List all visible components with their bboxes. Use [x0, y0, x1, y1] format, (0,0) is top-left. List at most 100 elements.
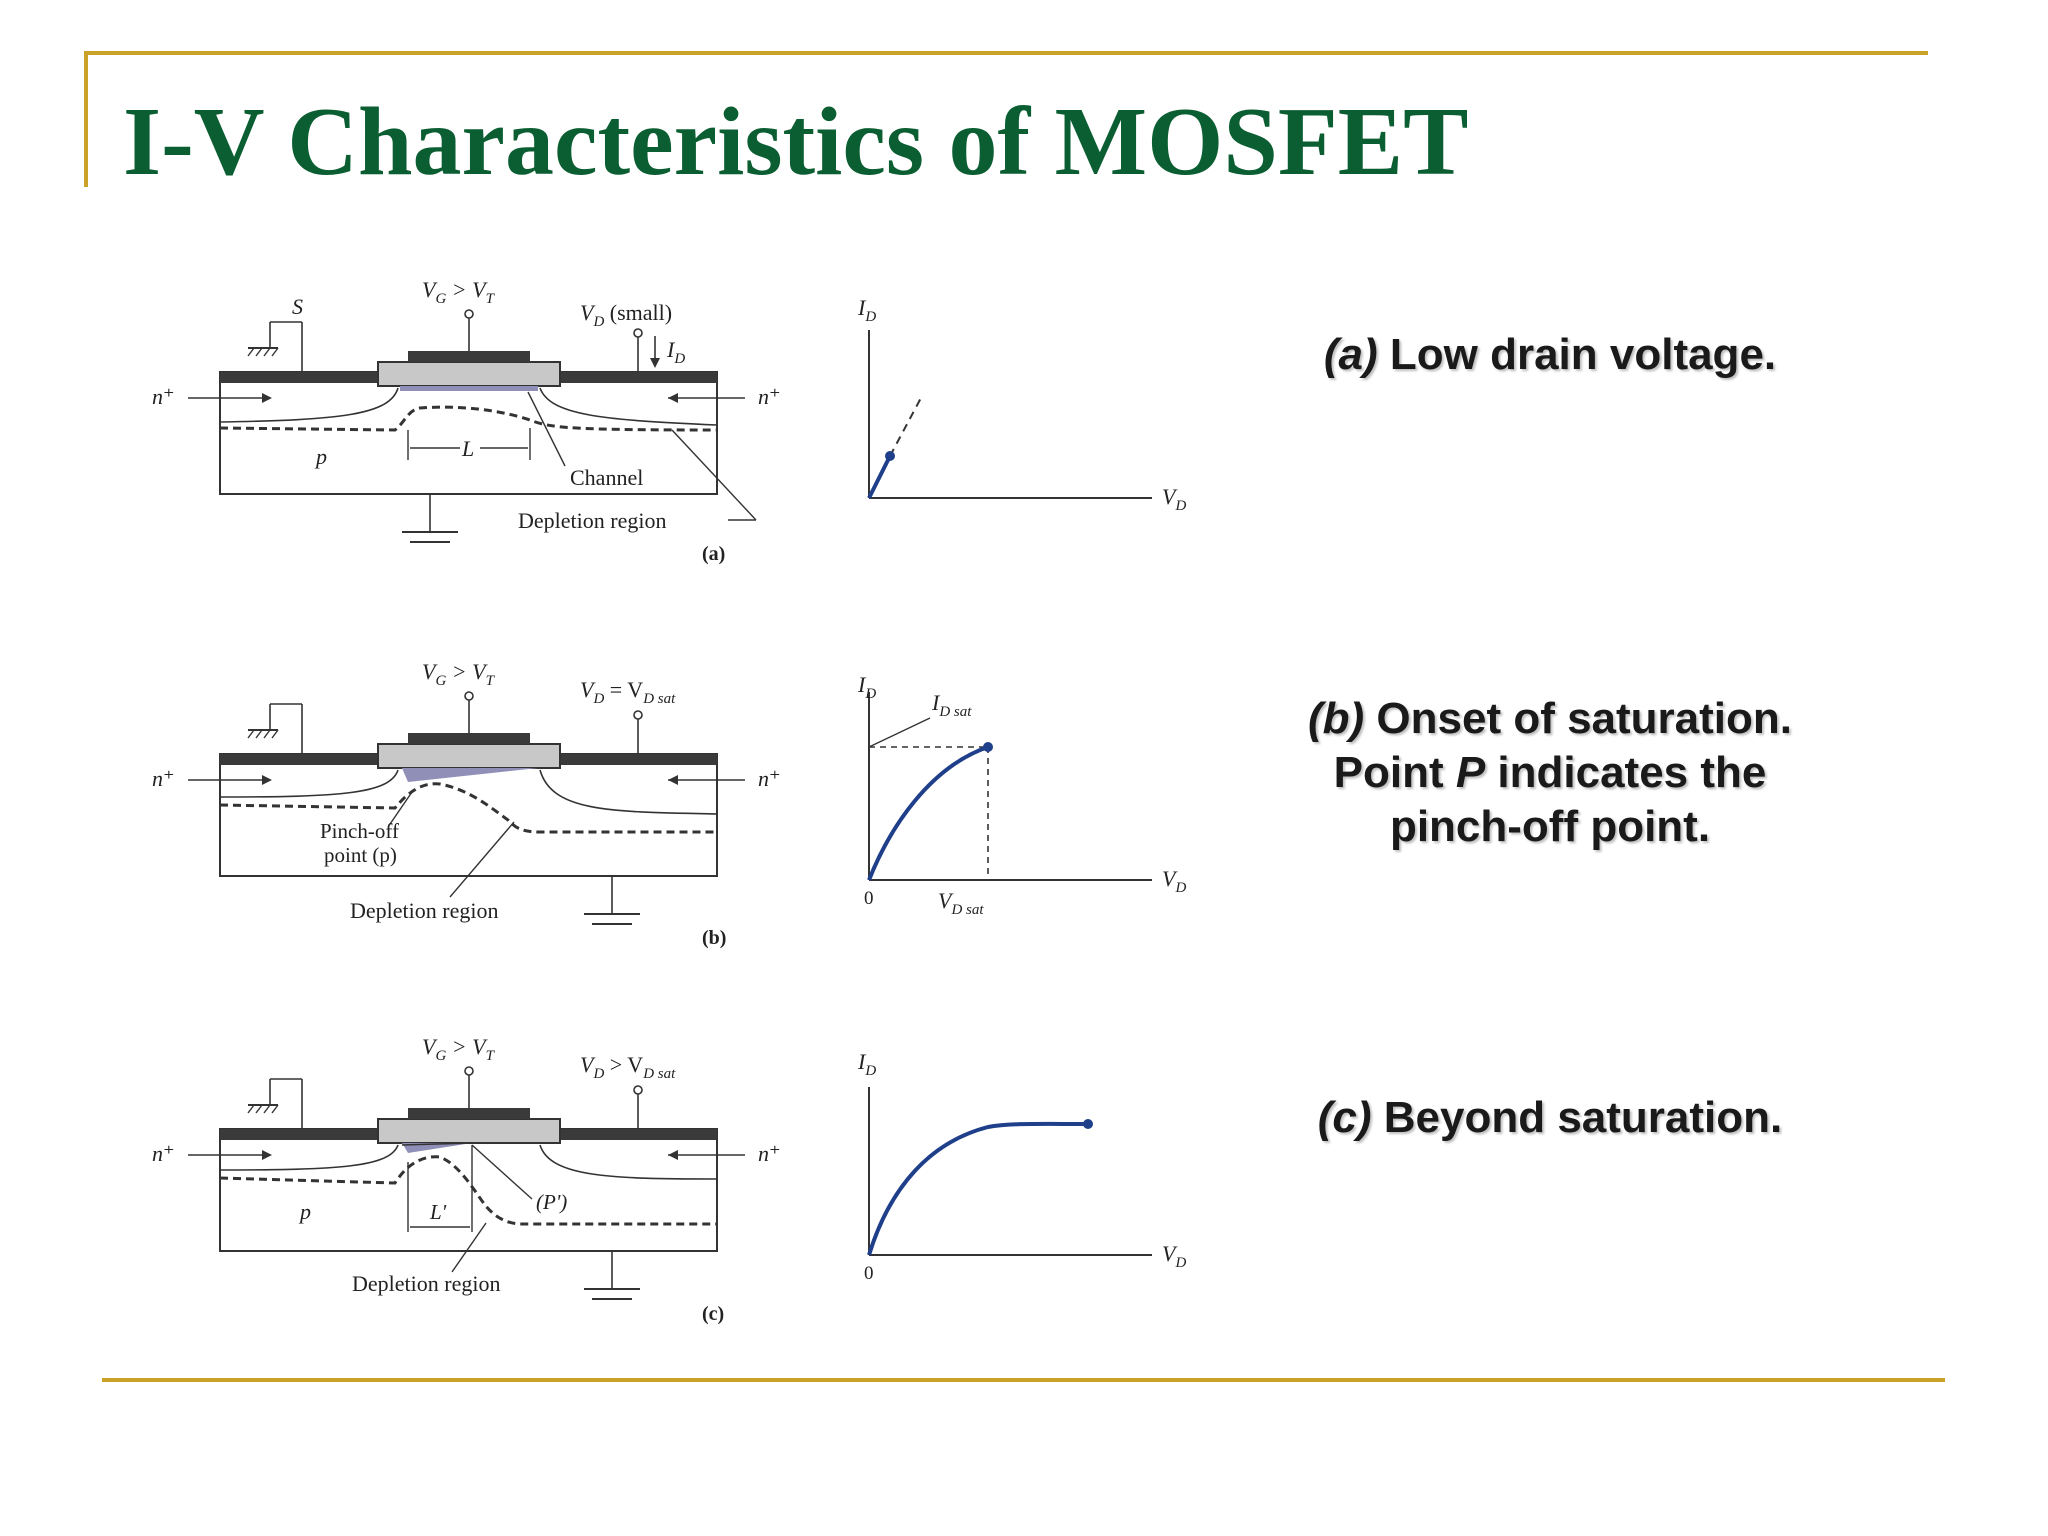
y-axis-label: ID: [857, 295, 876, 325]
iv-graph-a: ID VD: [857, 295, 1186, 514]
source-ground-hatch: [247, 1104, 279, 1114]
vg-label: VG > VT: [422, 1034, 496, 1064]
source-contact: [220, 754, 378, 765]
vg-label: VG > VT: [422, 659, 496, 689]
n-plus-left-label: n⁺: [152, 766, 175, 791]
length-label: L: [461, 436, 474, 461]
drain-contact: [560, 754, 717, 765]
pinch-off-label-line-2: point (p): [324, 843, 397, 867]
substrate-label: p: [314, 444, 327, 469]
origin-label: 0: [864, 1263, 874, 1284]
drain-terminal: [633, 710, 643, 720]
n-plus-left-arrowhead: [262, 775, 272, 785]
tapered-channel: [402, 768, 538, 782]
n-plus-right-label: n⁺: [758, 1141, 781, 1166]
n-plus-left-boundary: [219, 769, 399, 798]
iv-extension-dashed: [889, 395, 923, 457]
x-axis-label: VD: [1162, 484, 1186, 514]
depletion-label: Depletion region: [350, 898, 498, 923]
caption-b-line-3: pinch-off point.: [1389, 802, 1711, 851]
n-plus-left-arrowhead: [262, 393, 272, 403]
y-axis-label: ID: [857, 1049, 876, 1079]
n-plus-right-label: n⁺: [758, 384, 781, 409]
substrate-body: [219, 1128, 718, 1252]
substrate-label: p: [298, 1199, 311, 1224]
channel-edge: [401, 1142, 473, 1146]
figure-label-c: (c): [702, 1303, 724, 1325]
caption-a: (a) Low drain voltage.: [1215, 328, 1885, 382]
source-contact: [220, 372, 378, 383]
n-plus-right-label: n⁺: [758, 766, 781, 791]
caption-c-line-1: (c) Beyond saturation.: [1317, 1093, 1783, 1142]
n-plus-right-arrowhead: [668, 775, 678, 785]
depletion-label: Depletion region: [518, 508, 666, 533]
saturation-point: [983, 742, 993, 752]
v-sat-label: VD sat: [938, 888, 984, 918]
n-plus-right-boundary: [539, 387, 718, 426]
source-contact: [220, 1129, 378, 1140]
panel-c: VG > VT VD > VD sat n⁺ n⁺ p L' (P') Depl…: [0, 1027, 2048, 1347]
shortened-channel: [402, 1143, 472, 1153]
channel-layer: [400, 386, 538, 391]
caption-b-line-2: Point P indicates the: [1333, 748, 1767, 797]
n-plus-right-arrowhead: [668, 393, 678, 403]
n-plus-right-boundary: [539, 769, 718, 815]
figure-label-a: (a): [702, 543, 725, 565]
channel-leader: [527, 391, 566, 467]
pinch-off-label-line-1: Pinch-off: [320, 819, 399, 843]
depletion-boundary: [219, 1155, 717, 1226]
id-arrow-head: [650, 358, 660, 368]
iv-graph-c: ID VD 0: [857, 1049, 1186, 1284]
mosfet-diagram-b: VG > VT VD = VD sat n⁺ n⁺ Pinch-off poin…: [152, 659, 781, 949]
pprime-label: (P'): [536, 1190, 567, 1214]
mosfet-diagram-c: VG > VT VD > VD sat n⁺ n⁺ p L' (P') Depl…: [152, 1034, 781, 1325]
left-rule: [84, 51, 88, 187]
iv-curve-linear: [867, 455, 892, 499]
pinch-off-leader: [387, 791, 413, 828]
n-plus-left-boundary: [219, 387, 399, 423]
depletion-leader: [451, 1222, 487, 1273]
gate-electrode: [408, 351, 530, 362]
i-sat-leader: [868, 717, 931, 748]
figure-label-b: (b): [702, 927, 726, 949]
source-label: S: [292, 294, 303, 319]
vd-label: VD = VD sat: [580, 677, 676, 707]
origin-label: 0: [864, 888, 874, 909]
y-axis-label: ID: [857, 672, 876, 702]
source-ground-hatch: [247, 729, 279, 739]
channel-label: Channel: [570, 465, 643, 490]
gate-electrode: [408, 733, 530, 744]
gate-terminal: [464, 1066, 474, 1076]
n-plus-right-arrowhead: [668, 1150, 678, 1160]
mosfet-diagram-a: VG > VT S VD (small) ID n⁺ n⁺ p L Channe…: [152, 277, 781, 565]
gate-terminal: [464, 691, 474, 701]
operating-point: [885, 451, 895, 461]
length-label: L': [429, 1200, 447, 1224]
vd-label: VD > VD sat: [580, 1052, 676, 1082]
drain-contact: [560, 1129, 717, 1140]
panel-b: VG > VT VD = VD sat n⁺ n⁺ Pinch-off poin…: [0, 652, 2048, 972]
depletion-boundary: [219, 405, 718, 432]
depletion-leader: [449, 821, 515, 898]
depletion-label: Depletion region: [352, 1271, 500, 1296]
n-plus-left-label: n⁺: [152, 384, 175, 409]
iv-curve: [867, 1121, 1089, 1256]
gate-terminal: [464, 309, 474, 319]
id-label: ID: [666, 337, 685, 367]
pprime-leader: [471, 1144, 533, 1200]
caption-b-line-1: (b) Onset of saturation.: [1307, 694, 1792, 743]
depletion-leader: [671, 429, 757, 521]
top-rule: [85, 51, 1928, 55]
x-axis-label: VD: [1162, 1241, 1186, 1271]
source-ground-hatch: [247, 347, 279, 357]
bottom-rule: [102, 1378, 1945, 1382]
x-axis-label: VD: [1162, 866, 1186, 896]
drain-terminal: [633, 328, 643, 338]
gate-electrode: [408, 1108, 530, 1119]
caption-c: (c) Beyond saturation.: [1215, 1091, 1885, 1145]
vg-label: VG > VT: [422, 277, 496, 307]
gate-oxide: [377, 1118, 561, 1144]
iv-curve: [867, 745, 989, 881]
caption-b: (b) Onset of saturation. Point P indicat…: [1215, 692, 1885, 854]
vd-label: VD (small): [580, 300, 672, 330]
